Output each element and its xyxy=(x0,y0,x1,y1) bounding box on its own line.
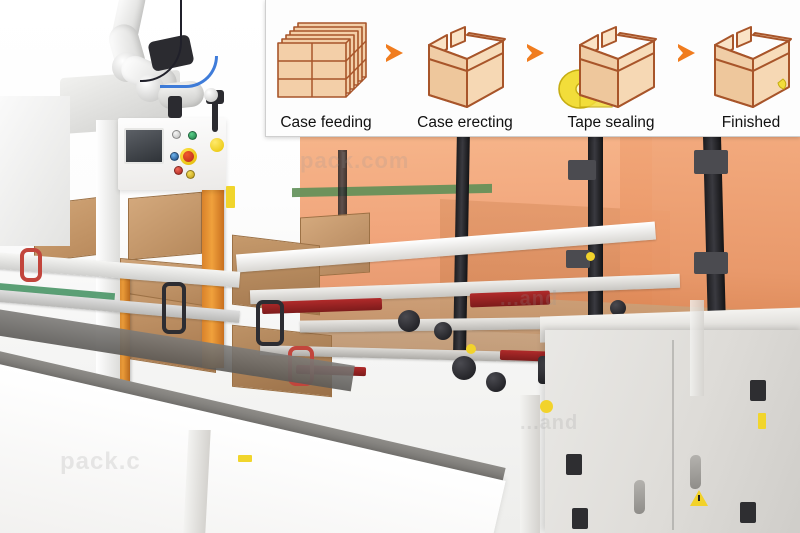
mount-bracket-2 xyxy=(694,150,728,174)
push-button-blue[interactable] xyxy=(170,152,179,161)
mount-bracket-1 xyxy=(568,160,596,180)
chevron-right-icon xyxy=(675,44,695,62)
stacked-flat-cartons-icon xyxy=(272,17,380,113)
push-button-red[interactable] xyxy=(174,166,183,175)
adjust-knob-5 xyxy=(610,300,626,316)
open-carton-icon xyxy=(417,17,513,113)
finished-carton-icon xyxy=(703,17,799,113)
robot-gripper xyxy=(168,96,182,118)
cabinet-hinge-3 xyxy=(750,380,766,401)
machine-leg-2 xyxy=(520,395,540,533)
cabinet-door-handle-left xyxy=(634,479,645,515)
yellow-indicator-lamp xyxy=(210,138,224,152)
push-button-yellow[interactable] xyxy=(186,170,195,179)
yellow-label-panel xyxy=(226,186,235,208)
clamp-bar-red-2 xyxy=(469,290,551,308)
adjust-knob-4 xyxy=(486,372,506,392)
process-step-case-feeding: Case feeding xyxy=(266,0,386,136)
yellow-warning-dot-1 xyxy=(540,400,553,413)
cabinet-hinge-4 xyxy=(740,502,756,523)
machine-handle-1 xyxy=(256,300,284,346)
adjust-knob-3 xyxy=(452,356,476,380)
electrical-cabinet xyxy=(545,330,800,533)
process-flow-panel: Case feeding xyxy=(265,0,800,137)
process-step-tape-sealing: Tape sealing xyxy=(544,0,678,136)
adjust-knob-1 xyxy=(398,310,420,332)
support-post-4 xyxy=(338,150,347,260)
carton-stack-item xyxy=(128,191,202,261)
sensor-head xyxy=(204,88,218,102)
machine-handle-2 xyxy=(162,282,186,334)
cabinet-door-handle-right xyxy=(690,454,701,490)
emergency-stop-button[interactable] xyxy=(180,148,197,165)
warning-triangle-label xyxy=(690,490,708,506)
machine-leg-3 xyxy=(690,300,704,396)
machine-handle-red-2 xyxy=(20,248,42,282)
chevron-right-icon xyxy=(524,44,544,62)
cabinet-hinge-2 xyxy=(572,508,588,529)
sensor-rod xyxy=(212,96,218,132)
carton-with-tape-roll-icon xyxy=(556,17,666,113)
process-step-label: Tape sealing xyxy=(567,113,655,131)
mount-bracket-4 xyxy=(566,250,590,268)
process-arrow-1 xyxy=(383,0,403,136)
machine-left-frame xyxy=(0,96,70,246)
process-arrow-3 xyxy=(675,0,695,136)
push-button-white[interactable] xyxy=(172,130,181,139)
process-step-label: Case erecting xyxy=(417,113,513,131)
process-step-label: Case feeding xyxy=(280,113,372,131)
yellow-warning-dot-2 xyxy=(466,344,476,354)
push-button-green[interactable] xyxy=(188,131,197,140)
cabinet-door-seam xyxy=(672,340,674,530)
hmi-touchscreen[interactable] xyxy=(124,128,164,164)
process-step-label: Finished xyxy=(721,113,781,131)
process-step-case-erecting: Case erecting xyxy=(403,0,527,136)
process-arrow-2 xyxy=(524,0,544,136)
cabinet-hinge-1 xyxy=(566,454,582,475)
process-step-finished: Finished xyxy=(695,0,800,136)
chevron-right-icon xyxy=(383,44,403,62)
yellow-label-cabinet xyxy=(758,413,766,429)
yellow-label-conveyor xyxy=(238,455,252,462)
yellow-warning-dot-3 xyxy=(586,252,595,261)
mount-bracket-3 xyxy=(694,252,728,274)
support-post-2 xyxy=(588,128,603,368)
adjust-knob-2 xyxy=(434,322,452,340)
